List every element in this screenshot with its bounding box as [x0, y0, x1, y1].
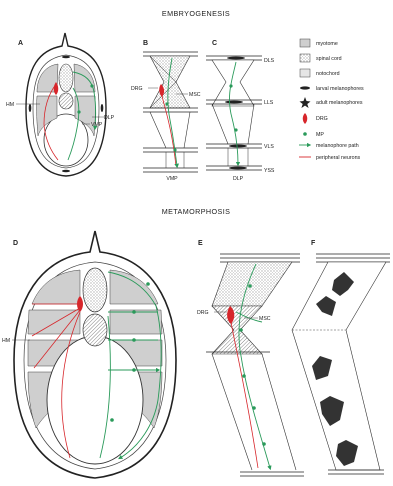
legend-swatch-larval [300, 86, 310, 89]
legend-label: adult melanophores [316, 100, 363, 106]
panel-d: D HM [2, 231, 176, 478]
panel-e-segment-edge [212, 354, 252, 470]
panel-e-letter: E [198, 240, 203, 247]
panel-e-mp-dot [262, 442, 266, 446]
panel-f: F [292, 240, 390, 474]
panel-a: A HM DLP VMP [6, 33, 115, 176]
legend-swatch-notochord [300, 69, 310, 77]
panel-f-letter: F [311, 240, 316, 247]
panel-a-label-dlp: DLP [104, 115, 115, 121]
panel-a-larval-melanophore [101, 104, 104, 112]
panel-c: C DLS LLS VLS YSS DLP [206, 40, 275, 182]
panel-c-label-lls: LLS [264, 100, 274, 106]
panel-b-spinal-cord [150, 56, 190, 108]
panel-a-label-vmp: VMP [91, 122, 103, 128]
panel-a-letter: A [18, 40, 23, 47]
panel-b-segment-edge [184, 112, 190, 148]
panel-c-label-dls: DLS [264, 58, 275, 64]
panel-d-mp-dot [132, 338, 136, 342]
panel-c-segment [212, 60, 254, 106]
legend-swatch-spinal-cord [300, 54, 310, 62]
panel-c-segment-edge [212, 104, 228, 144]
panel-d-notochord [83, 314, 107, 346]
panel-e-mp-dot [252, 406, 256, 410]
panel-e-segment-edge [262, 354, 296, 470]
legend-label: melanophore path [316, 143, 359, 149]
legend-label: peripheral neurons [316, 155, 361, 161]
panel-c-larval-melanophore [229, 145, 247, 148]
panel-e-mp-dot [248, 284, 252, 288]
panel-d-spinal-cord [83, 268, 107, 312]
legend-label: spinal cord [316, 56, 342, 62]
panel-b-label-drg: DRG [131, 86, 143, 92]
panel-e-label-msc: MSC [259, 316, 271, 322]
panel-b-mp-dot [173, 148, 176, 151]
panel-b: B DRG MSC VMP [131, 40, 201, 182]
panel-d-label-hm: HM [2, 338, 10, 344]
panel-c-label-yss: YSS [264, 168, 275, 174]
legend-swatch-adult [300, 97, 311, 108]
legend-label: notochord [316, 71, 340, 77]
panel-e: E DRG MSC [197, 240, 304, 476]
panel-d-mp-dot [146, 282, 150, 286]
panel-c-label-vls: VLS [264, 144, 274, 150]
panel-e-mp-dot [242, 374, 246, 378]
panel-e-spinal-cord [212, 262, 292, 306]
panel-c-caption: DLP [233, 176, 244, 182]
panel-a-spinal-cord [59, 64, 73, 92]
panel-b-letter: B [143, 40, 148, 47]
legend: myotome spinal cord notochord larval mel… [299, 39, 364, 161]
panel-a-label-hm: HM [6, 102, 14, 108]
panel-d-myotome-right [110, 310, 162, 334]
panel-b-segment-edge [150, 112, 166, 148]
panel-c-mp-dot [234, 128, 237, 131]
panel-b-mp-dot [165, 102, 168, 105]
panel-b-caption: VMP [166, 176, 178, 182]
panel-d-mp-dot [132, 310, 136, 314]
panel-a-yolk [44, 114, 88, 166]
panel-a-mp-dot [77, 110, 80, 113]
legend-label: MP [316, 132, 324, 138]
legend-label: larval melanophores [316, 86, 364, 92]
legend-label: DRG [316, 116, 328, 122]
panel-c-larval-melanophore [225, 101, 243, 104]
panel-c-mp-dot [229, 84, 232, 87]
panel-d-mp-dot [110, 418, 114, 422]
panel-a-notochord [59, 93, 73, 109]
panel-c-larval-melanophore [227, 57, 245, 60]
section-title-metamorphosis: METAMORPHOSIS [162, 207, 231, 216]
panel-a-mp-dot [90, 84, 93, 87]
panel-e-label-drg: DRG [197, 310, 209, 316]
panel-a-larval-melanophore [62, 170, 70, 173]
panel-e-notochord [212, 306, 262, 354]
panel-e-mp-dot [239, 328, 243, 332]
panel-a-larval-melanophore [29, 104, 32, 112]
panel-a-larval-melanophore [62, 56, 70, 59]
panel-c-larval-melanophore [229, 167, 247, 170]
panel-b-label-msc: MSC [189, 92, 201, 98]
section-title-embryogenesis: EMBRYOGENESIS [162, 9, 230, 18]
panel-c-segment-edge [248, 104, 254, 144]
panel-d-letter: D [13, 240, 18, 247]
legend-swatch-myotome [300, 39, 310, 47]
legend-swatch-mp [303, 132, 307, 136]
legend-swatch-drg [303, 113, 308, 124]
panel-d-myotome-left [28, 310, 80, 334]
legend-label: myotome [316, 41, 338, 47]
panel-d-mp-dot [132, 368, 136, 372]
panel-c-letter: C [212, 40, 217, 47]
